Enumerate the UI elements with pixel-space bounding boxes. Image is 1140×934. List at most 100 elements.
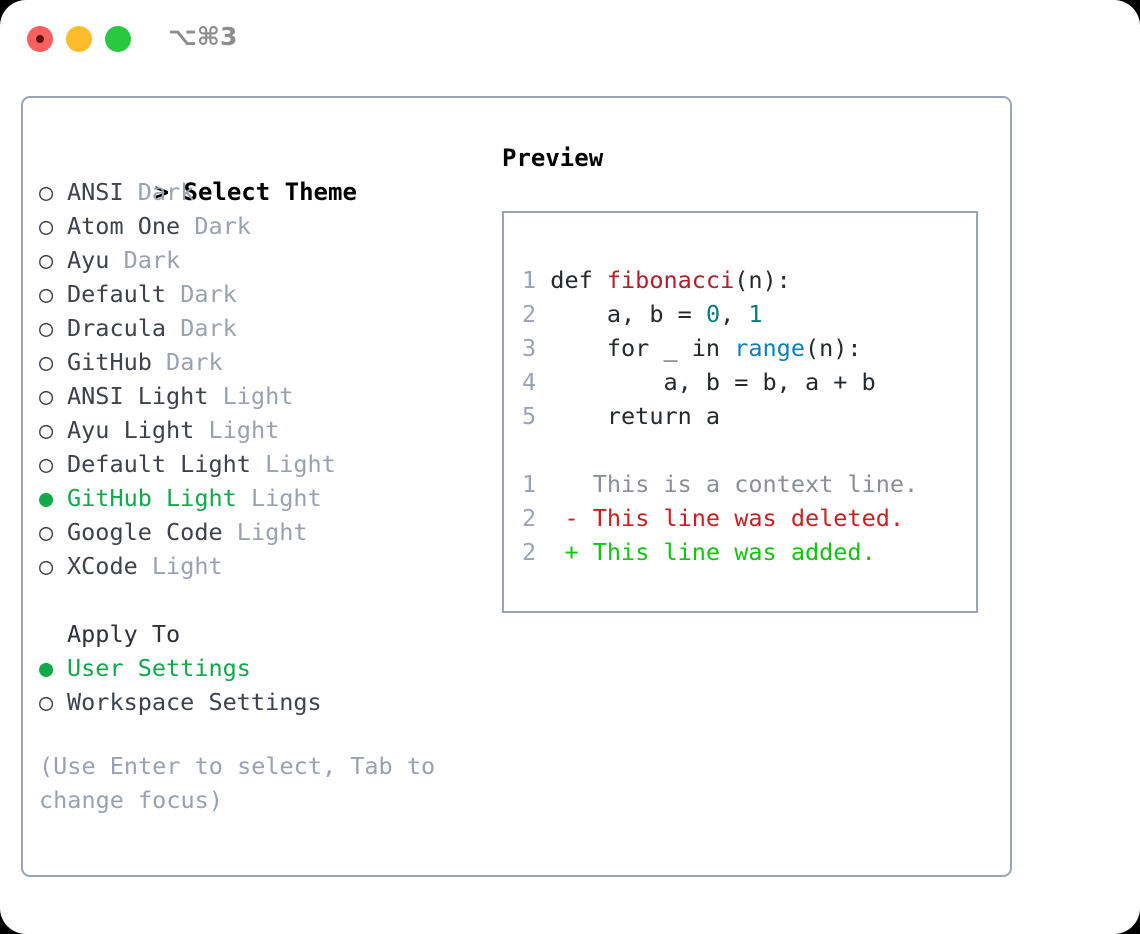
theme-list-item[interactable]: ○XCode Light <box>39 549 479 583</box>
radio-unselected-icon[interactable]: ○ <box>39 280 54 308</box>
theme-list-item[interactable]: ○Ayu Light Light <box>39 413 479 447</box>
content-panel: > Select Theme ○ANSI Dark○Atom One Dark○… <box>21 96 1012 877</box>
theme-variant-badge: Light <box>208 416 280 444</box>
radio-unselected-icon[interactable]: ○ <box>39 212 54 240</box>
theme-list-item[interactable]: ○Google Code Light <box>39 515 479 549</box>
label-gap <box>194 416 208 444</box>
radio-unselected-icon[interactable]: ○ <box>39 382 54 410</box>
code-token: (n): <box>734 266 791 294</box>
diff-line-number: 1 <box>522 470 565 498</box>
code-line-number: 5 <box>522 402 551 430</box>
theme-item-label: ANSI <box>67 178 124 206</box>
code-token: return a <box>550 402 721 430</box>
theme-list-item[interactable]: ○ Ayu Dark <box>39 243 479 277</box>
code-token: def <box>550 266 607 294</box>
diff-text: This line was deleted. <box>592 504 905 532</box>
code-token: a, b = b, a + b <box>550 368 876 396</box>
theme-list-item[interactable]: ○ Dracula Dark <box>39 311 479 345</box>
radio-selected-icon[interactable]: ● <box>39 484 54 512</box>
code-token: , <box>720 300 749 328</box>
theme-list-item[interactable]: ○ Default Dark <box>39 277 479 311</box>
theme-variant-badge: Dark <box>180 314 237 342</box>
code-token: fibonacci <box>606 266 735 294</box>
radio-unselected-icon[interactable]: ○ <box>39 348 54 376</box>
theme-list-item[interactable]: ●GitHub Light Light <box>39 481 479 515</box>
apply-to-item-label: Workspace Settings <box>67 688 322 716</box>
radio-selected-icon[interactable]: ● <box>39 654 54 682</box>
list-spacer <box>39 583 479 617</box>
theme-variant-badge: Dark <box>123 246 181 274</box>
diff-text: This line was added. <box>592 538 876 566</box>
theme-item-label: XCode <box>67 552 138 580</box>
theme-list-item[interactable]: ○ Default Light Light <box>39 447 479 481</box>
title-bar: ⌥⌘3 <box>0 0 1140 76</box>
theme-variant-badge: Dark <box>137 178 195 206</box>
keyboard-hint-text: (Use Enter to select, Tab to change focu… <box>39 752 436 814</box>
theme-item-label: Dracula <box>67 314 167 342</box>
theme-list-item[interactable]: ○ GitHub Dark <box>39 345 479 379</box>
theme-variant-badge: Light <box>236 518 308 546</box>
label-gap <box>109 246 123 274</box>
radio-unselected-icon[interactable]: ○ <box>39 552 54 580</box>
code-token: range <box>734 334 805 362</box>
label-gap <box>166 280 180 308</box>
theme-variant-badge: Dark <box>194 212 251 240</box>
code-token: (n): <box>804 334 862 362</box>
radio-unselected-icon[interactable]: ○ <box>39 416 54 444</box>
apply-to-item-label: User Settings <box>67 654 251 682</box>
theme-item-label: Default Light <box>67 450 251 478</box>
label-gap <box>180 212 194 240</box>
apply-to-item[interactable]: ● User Settings <box>39 651 479 685</box>
theme-item-label: Default <box>67 280 167 308</box>
apply-to-item[interactable]: ○ Workspace Settings <box>39 685 479 719</box>
radio-unselected-icon[interactable]: ○ <box>39 178 54 206</box>
theme-variant-badge: Dark <box>166 348 223 376</box>
select-theme-title: Select Theme <box>183 178 357 206</box>
apply-to-heading: Apply To <box>67 620 181 648</box>
theme-item-label: GitHub <box>67 348 152 376</box>
radio-unselected-icon[interactable]: ○ <box>39 688 54 716</box>
close-window-button[interactable] <box>27 26 53 52</box>
label-gap <box>223 518 237 546</box>
theme-selection-column: > Select Theme ○ANSI Dark○Atom One Dark○… <box>39 141 479 817</box>
theme-item-label: ANSI Light <box>67 382 209 410</box>
diff-marker <box>564 470 592 498</box>
diff-line: 2 - This line was deleted. <box>522 501 918 535</box>
theme-list-item[interactable]: ○Atom One Dark <box>39 209 479 243</box>
minimize-window-button[interactable] <box>66 26 92 52</box>
radio-unselected-icon[interactable]: ○ <box>39 450 54 478</box>
diff-line-number: 2 <box>522 538 565 566</box>
code-line: 4 a, b = b, a + b <box>522 365 918 399</box>
theme-variant-badge: Light <box>250 484 322 512</box>
preview-heading: Preview <box>502 144 604 172</box>
label-gap <box>251 450 265 478</box>
diff-marker: - <box>564 504 593 532</box>
maximize-window-button[interactable] <box>105 26 131 52</box>
theme-list-item[interactable]: ○ ANSI Dark <box>39 175 479 209</box>
code-diff-gap <box>522 433 918 467</box>
theme-item-label: Ayu <box>67 246 110 274</box>
label-gap <box>237 484 251 512</box>
code-line-number: 4 <box>522 368 551 396</box>
theme-variant-badge: Light <box>265 450 336 478</box>
label-gap <box>166 314 180 342</box>
keyboard-shortcut-label: ⌥⌘3 <box>168 22 238 51</box>
code-token: 1 <box>748 300 763 328</box>
label-gap <box>208 382 222 410</box>
select-theme-heading: > Select Theme <box>39 141 479 206</box>
radio-unselected-icon[interactable]: ○ <box>39 246 54 274</box>
diff-line-number: 2 <box>522 504 565 532</box>
diff-line: 2 + This line was added. <box>522 535 918 569</box>
radio-unselected-icon[interactable]: ○ <box>39 314 54 342</box>
theme-variant-badge: Dark <box>180 280 237 308</box>
theme-list-item[interactable]: ○ANSI Light Light <box>39 379 479 413</box>
hint-spacer <box>39 719 479 749</box>
code-line-number: 1 <box>522 266 551 294</box>
code-line-number: 3 <box>522 334 551 362</box>
code-line-number: 2 <box>522 300 551 328</box>
label-gap <box>138 552 152 580</box>
diff-marker: + <box>564 538 593 566</box>
radio-unselected-icon[interactable]: ○ <box>39 518 54 546</box>
